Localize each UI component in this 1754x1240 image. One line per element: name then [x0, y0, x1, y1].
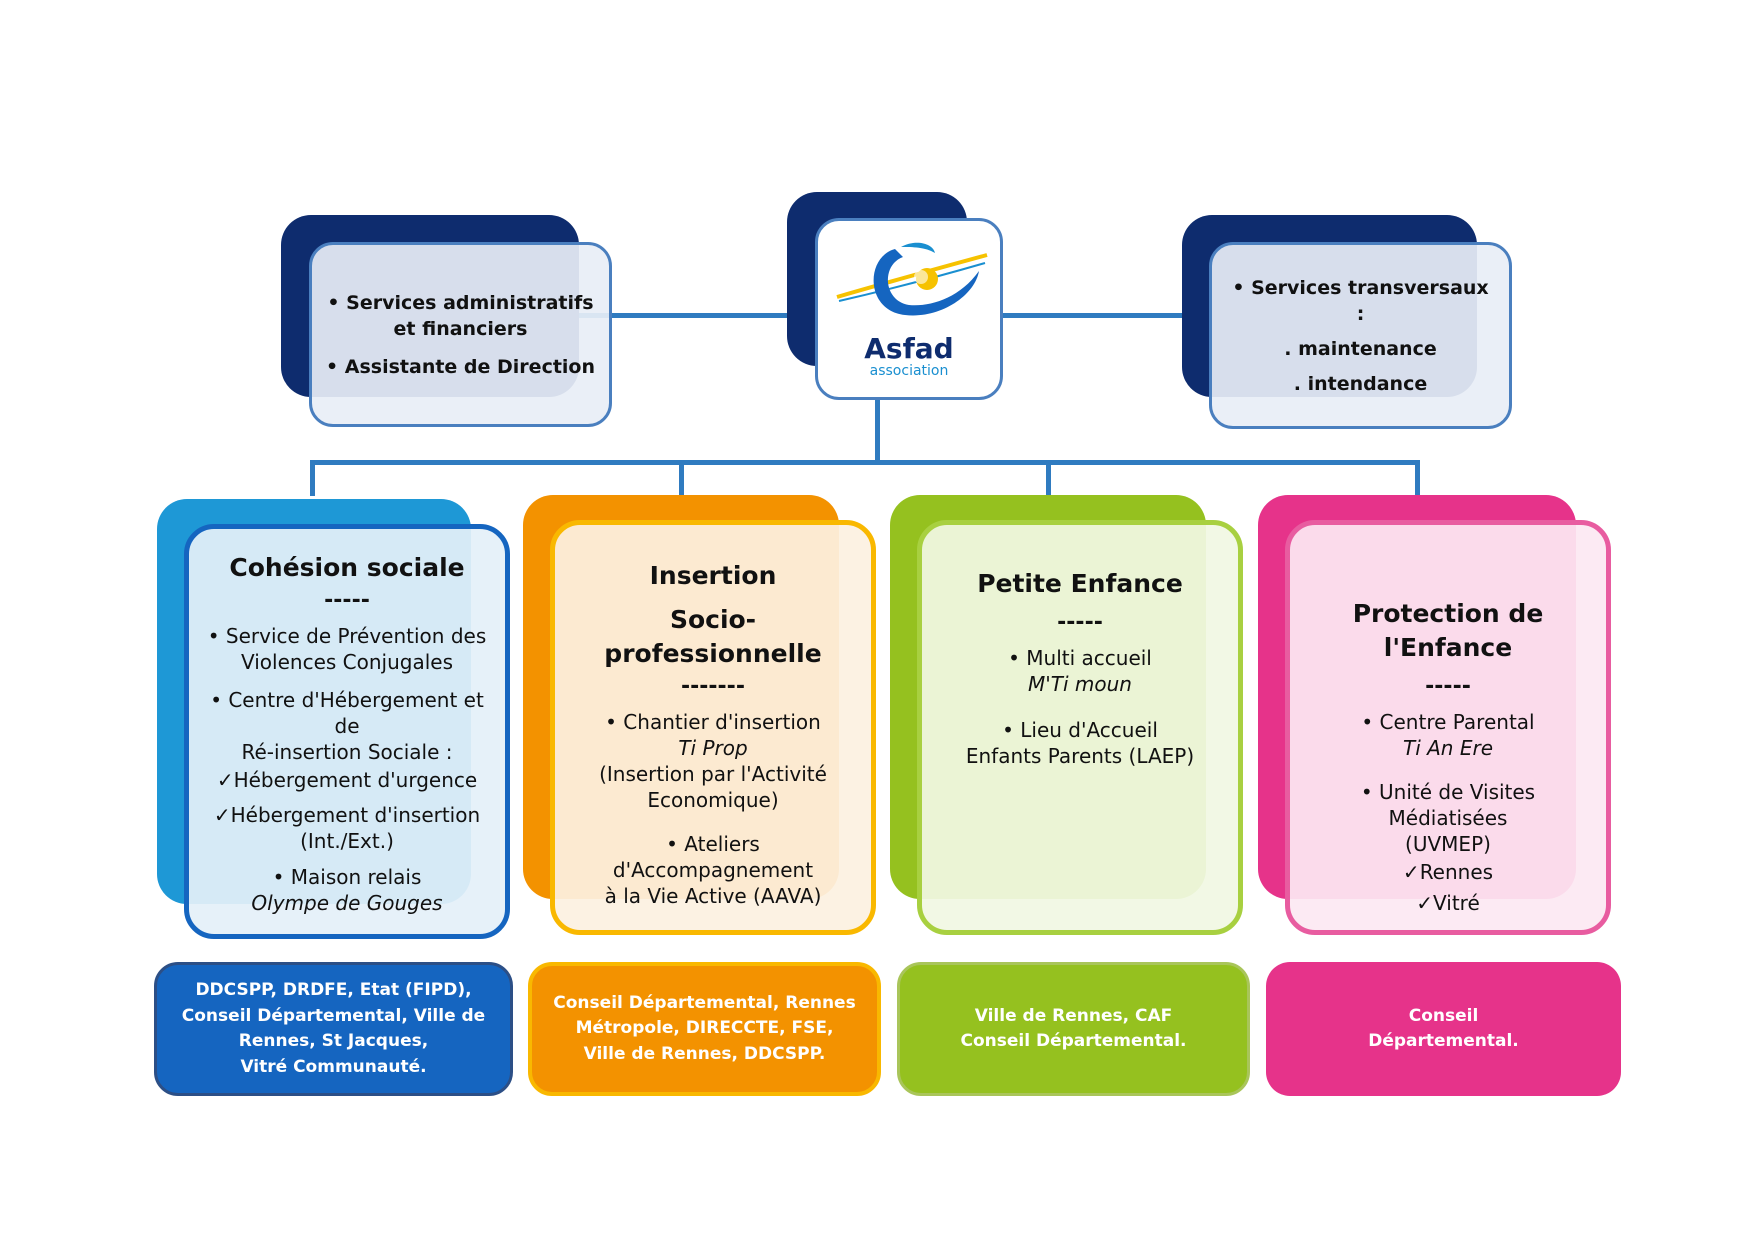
logo-box: Asfad association: [815, 218, 1003, 400]
pole-petite-enfance: Petite Enfance ----- Multi accueil M'Ti …: [917, 520, 1243, 935]
pole-insertion-title-2: Socio-professionnelle: [604, 604, 822, 668]
petite-enfance-item-b2: Enfants Parents (LAEP): [965, 744, 1195, 768]
connector-drop-1: [310, 460, 315, 496]
cohesion-item-c3: (Int./Ext.): [300, 829, 394, 853]
funders-protection: Conseil Départemental.: [1266, 962, 1621, 1096]
funders-petite-enfance: Ville de Rennes, CAF Conseil Département…: [897, 962, 1250, 1096]
pole-protection-title: Protection de l'Enfance: [1352, 599, 1544, 662]
petite-enfance-item-a1: Multi accueil: [1008, 645, 1152, 671]
connector-drop-4: [1415, 460, 1420, 496]
pole-insertion-socio-professionnelle: Insertion Socio-professionnelle ------- …: [550, 520, 876, 935]
funders-cohesion: DDCSPP, DRDFE, Etat (FIPD), Conseil Dépa…: [154, 962, 513, 1096]
protection-item-a1: Centre Parental: [1361, 709, 1535, 735]
insertion-item-a4: Economique): [647, 787, 779, 812]
pole-protection-separator: -----: [1425, 674, 1471, 699]
connector-trunk: [875, 398, 880, 464]
funders-insertion-line-1: Conseil Départemental, Rennes: [553, 992, 856, 1013]
funders-protection-line-1: Conseil: [1408, 1005, 1479, 1026]
connector-horizontal: [310, 460, 1420, 465]
funders-protection-line-2: Départemental.: [1368, 1031, 1519, 1051]
funders-cohesion-line-3: Rennes, St Jacques,: [238, 1031, 429, 1051]
funders-cohesion-line-2: Conseil Départemental, Ville de: [181, 1005, 486, 1026]
pole-cohesion-title: Cohésion sociale: [229, 553, 465, 582]
funders-petite-enfance-line-1: Ville de Rennes, CAF: [974, 1005, 1173, 1026]
funders-insertion-line-2: Métropole, DIRECCTE, FSE,: [575, 1018, 834, 1039]
transversal-line-2: . maintenance: [1284, 337, 1437, 360]
insertion-item-b1: Ateliers d'Accompagnement: [569, 831, 857, 883]
pole-cohesion-sociale: Cohésion sociale ----- Service de Préven…: [184, 524, 510, 939]
cohesion-item-b1: Centre d'Hébergement et de: [203, 687, 491, 739]
insertion-item-a1: Chantier d'insertion: [605, 709, 821, 735]
transversal-services-box: Services transversaux : . maintenance . …: [1209, 242, 1512, 429]
petite-enfance-item-a2: M'Ti moun: [1028, 672, 1132, 696]
funders-cohesion-line-1: DDCSPP, DRDFE, Etat (FIPD),: [195, 980, 472, 1000]
admin-line-3: Assistante de Direction: [326, 354, 595, 380]
pole-insertion-title: Insertion: [649, 560, 777, 590]
cohesion-item-c2: Hébergement d'insertion: [214, 802, 481, 828]
protection-item-a2: Ti An Ere: [1402, 736, 1493, 760]
insertion-item-b2: à la Vie Active (AAVA): [604, 883, 822, 908]
insertion-item-a3: (Insertion par l'Activité: [599, 761, 827, 786]
pole-petite-enfance-title: Petite Enfance: [977, 569, 1183, 598]
cohesion-item-d2: Olympe de Gouges: [251, 891, 443, 915]
protection-item-c1: Rennes: [1403, 857, 1493, 888]
protection-item-b1: Unité de Visites Médiatisées: [1304, 779, 1592, 831]
logo-tagline: association: [869, 363, 949, 379]
connector-left: [546, 313, 830, 318]
protection-item-c2: Vitré: [1416, 888, 1480, 919]
pole-petite-enfance-separator: -----: [1057, 610, 1103, 635]
pole-insertion-separator: -------: [681, 673, 745, 699]
connector-right: [1003, 313, 1187, 318]
pole-cohesion-separator: -----: [324, 588, 370, 613]
cohesion-item-a2: Violences Conjugales: [241, 650, 453, 674]
pole-protection-enfance: Protection de l'Enfance ----- Centre Par…: [1285, 520, 1611, 935]
cohesion-item-a1: Service de Prévention des: [208, 623, 486, 649]
transversal-line-1: Services transversaux :: [1226, 275, 1495, 327]
funders-cohesion-line-4: Vitré Communauté.: [240, 1056, 427, 1077]
admin-line-2: et financiers: [393, 317, 528, 340]
insertion-item-a2: Ti Prop: [678, 735, 748, 760]
funders-petite-enfance-line-2: Conseil Départemental.: [960, 1031, 1187, 1051]
cohesion-item-d1: Maison relais: [273, 864, 422, 890]
funders-insertion: Conseil Départemental, Rennes Métropole,…: [528, 962, 881, 1096]
cohesion-item-c1: Hébergement d'urgence: [217, 765, 478, 796]
logo-name: Asfad: [864, 332, 954, 365]
funders-insertion-line-3: Ville de Rennes, DDCSPP.: [583, 1043, 826, 1064]
asfad-logo-swirl-icon: [836, 242, 988, 316]
admin-line-1: Services administratifs: [327, 290, 593, 316]
connector-drop-2: [679, 460, 684, 496]
transversal-line-3: . intendance: [1293, 372, 1428, 395]
cohesion-item-b2: Ré-insertion Sociale :: [241, 740, 453, 764]
petite-enfance-item-b1: Lieu d'Accueil: [1002, 717, 1158, 743]
connector-drop-3: [1046, 460, 1051, 496]
protection-item-b2: (UVMEP): [1405, 832, 1491, 856]
admin-services-box: Services administratifs et financiers As…: [309, 242, 612, 427]
